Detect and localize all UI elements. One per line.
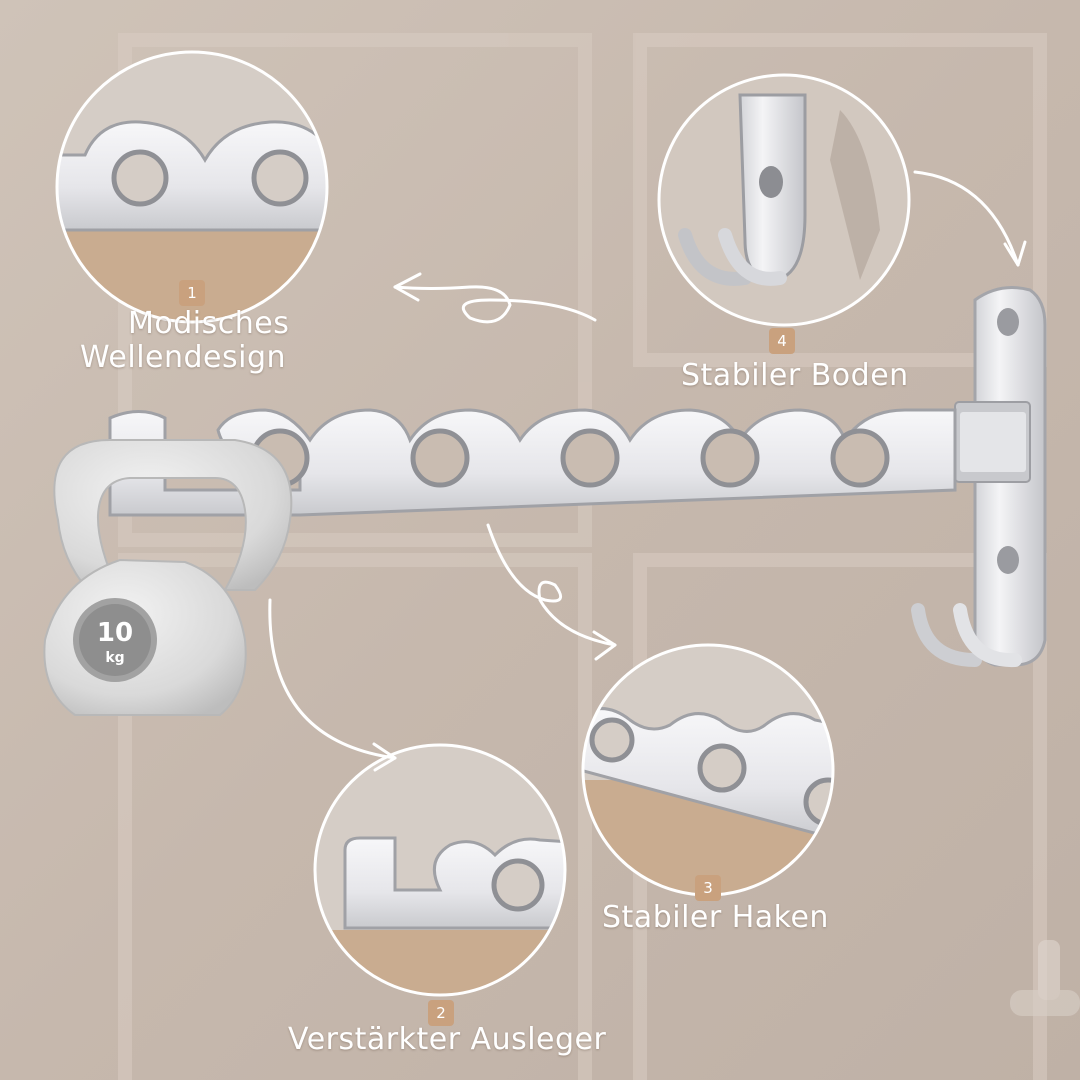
arrowhead-stable-hook	[592, 630, 617, 661]
arrowhead-wave-design	[393, 272, 422, 302]
door-handle	[1010, 940, 1080, 1016]
arrowhead-reinforced-arm	[372, 742, 397, 772]
arrowhead-wall-plate	[1003, 240, 1027, 267]
wall-plate	[911, 286, 1047, 668]
kettlebell-weight: 10	[96, 618, 134, 648]
detail-circle-stable-base	[657, 73, 911, 327]
feature-label-1-line1: Modisches	[128, 306, 290, 341]
kettlebell	[43, 439, 293, 716]
feature-label-1-line2: Wellendesign	[80, 340, 287, 375]
feature-label-2: Verstärkter Ausleger	[288, 1022, 607, 1057]
feature-label-3: Stabiler Haken	[602, 900, 829, 935]
arrows	[268, 170, 1027, 772]
arrow-to-reinforced-arm	[268, 598, 397, 760]
feature-badge-2: 2	[428, 1000, 454, 1026]
feature-badge-1: 1	[179, 280, 205, 306]
arrow-to-wall-plate	[913, 170, 1020, 267]
arrow-to-wave-design	[393, 285, 597, 324]
feature-badge-4: 4	[769, 328, 795, 354]
kettlebell-unit: kg	[105, 650, 125, 666]
feature-badge-3: 3	[695, 875, 721, 901]
feature-label-4: Stabiler Boden	[681, 358, 909, 393]
arrow-to-stable-hook	[486, 523, 617, 647]
